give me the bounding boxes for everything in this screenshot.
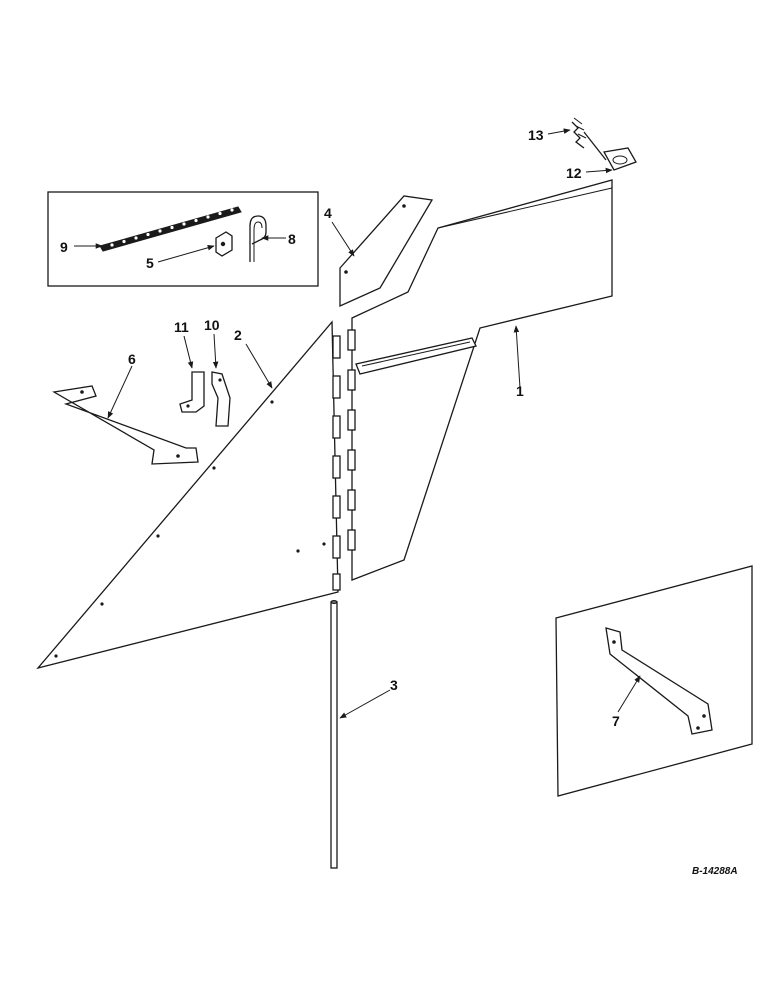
part-3-hinge-rod bbox=[330, 600, 338, 869]
leader-1 bbox=[513, 325, 521, 389]
callout-2: 2 bbox=[234, 327, 242, 343]
callout-9: 9 bbox=[60, 239, 68, 255]
callout-8: 8 bbox=[288, 231, 296, 247]
leader-lines bbox=[74, 128, 641, 719]
callout-11: 11 bbox=[174, 319, 189, 335]
leader-10 bbox=[212, 333, 219, 369]
leader-13 bbox=[547, 128, 571, 135]
part-5-plate bbox=[215, 231, 233, 257]
part-7-bracket bbox=[605, 627, 713, 735]
callout-3: 3 bbox=[390, 677, 398, 693]
drawing-code: B-14288A bbox=[692, 866, 738, 877]
callout-12: 12 bbox=[566, 165, 582, 181]
inset-box-top-left bbox=[47, 191, 319, 287]
inset-frame bbox=[47, 191, 319, 287]
part-2-triangular-panel bbox=[36, 320, 341, 670]
inset-box-bottom-right bbox=[555, 565, 753, 797]
part-10-bracket bbox=[211, 371, 231, 427]
callout-6: 6 bbox=[128, 351, 136, 367]
part-6-brace bbox=[52, 385, 199, 465]
callout-5: 5 bbox=[146, 255, 154, 271]
part-9-chain-strip bbox=[99, 206, 242, 252]
callout-7: 7 bbox=[612, 713, 620, 729]
leader-12 bbox=[585, 167, 613, 174]
leader-4 bbox=[331, 221, 355, 257]
leader-6 bbox=[107, 365, 133, 419]
leader-3 bbox=[339, 689, 391, 719]
callout-10: 10 bbox=[204, 317, 220, 333]
leader-2 bbox=[245, 343, 273, 389]
callout-13: 13 bbox=[528, 127, 544, 143]
part-12-lock-pin bbox=[583, 131, 637, 171]
leader-5 bbox=[157, 245, 215, 263]
leader-7 bbox=[617, 675, 641, 713]
panel-2-holes bbox=[54, 400, 326, 658]
part-11-bracket bbox=[179, 371, 205, 413]
callout-labels: 1 2 3 4 5 6 7 8 9 10 11 12 13 bbox=[60, 127, 620, 729]
callout-4: 4 bbox=[324, 205, 332, 221]
inset-frame-7 bbox=[555, 565, 753, 797]
callout-1: 1 bbox=[516, 383, 524, 399]
part-1-main-panel bbox=[347, 179, 613, 581]
part-13-spring bbox=[571, 117, 587, 149]
part-4-angle-strip bbox=[339, 195, 434, 308]
leader-11 bbox=[183, 335, 194, 369]
part-8-hair-pin bbox=[249, 215, 267, 262]
